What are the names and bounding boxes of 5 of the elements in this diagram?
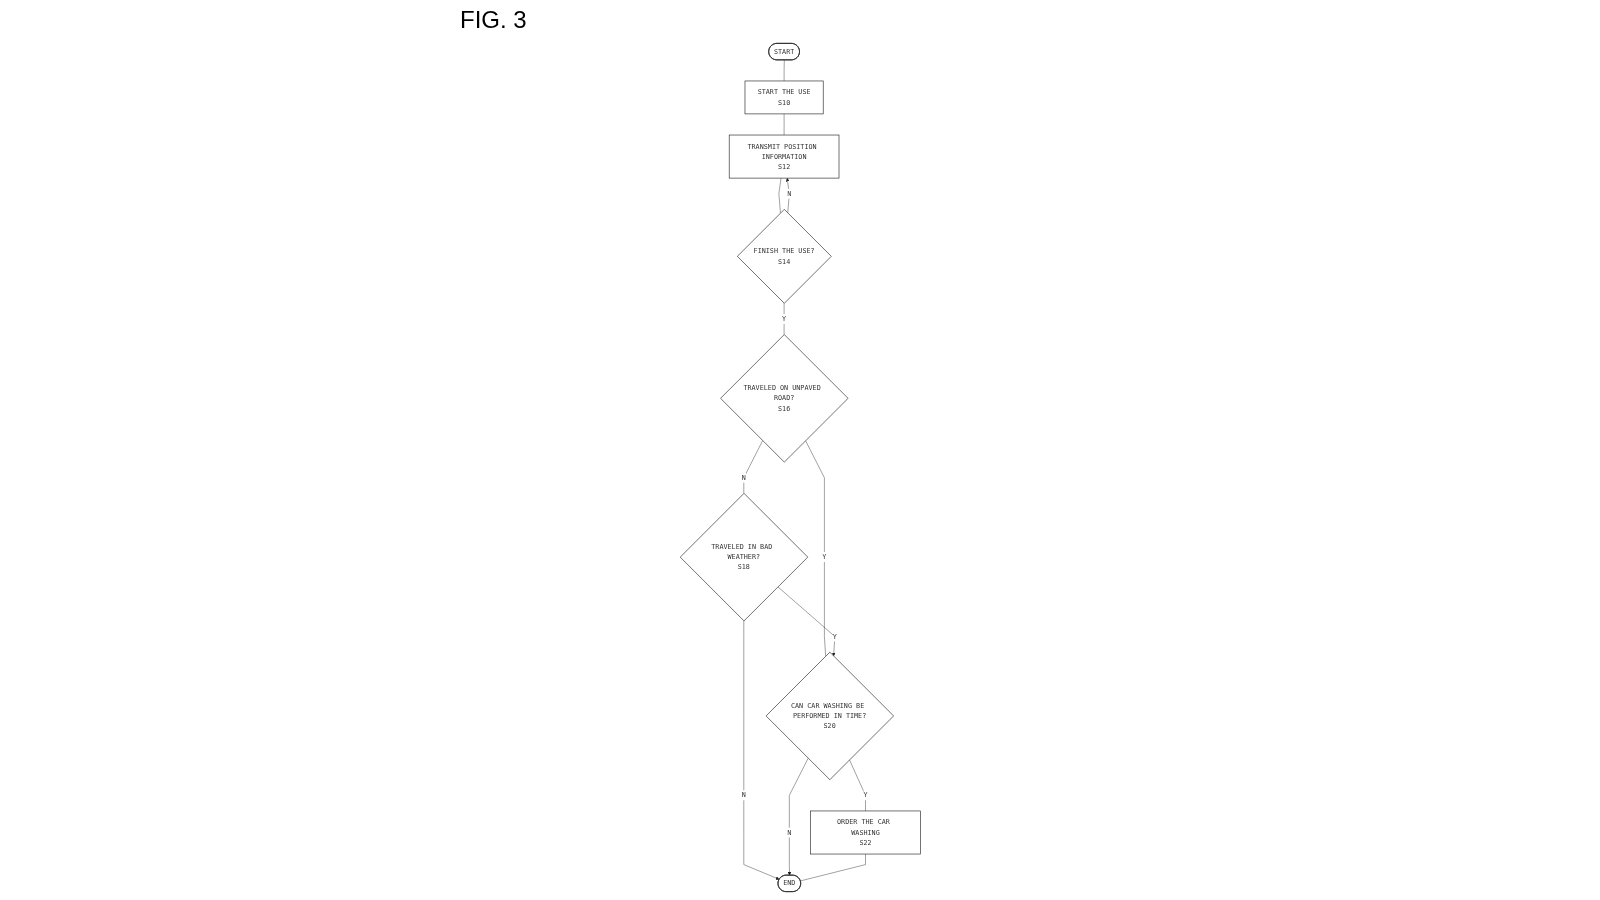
connector — [799, 853, 866, 882]
connector — [783, 59, 785, 82]
connector — [805, 440, 826, 657]
figure-title: FIG. 3 — [460, 6, 527, 34]
connector — [848, 759, 866, 812]
